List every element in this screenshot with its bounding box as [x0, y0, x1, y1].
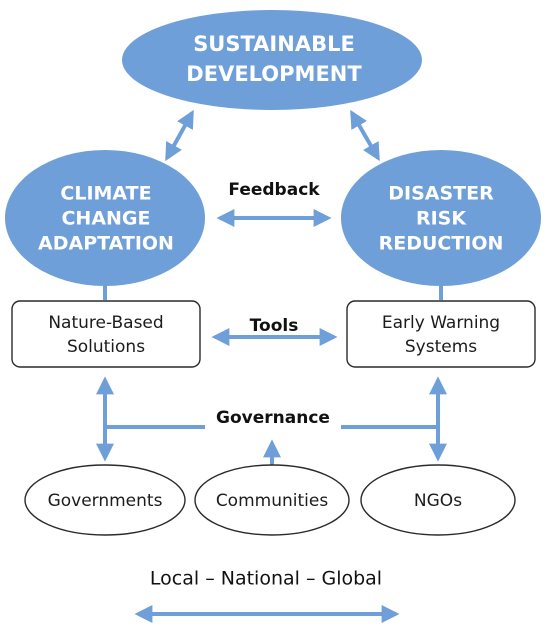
early-warning-systems-line2: Systems [405, 337, 477, 357]
governments-label: Governments [48, 491, 163, 511]
ngos-label: NGOs [414, 491, 462, 511]
nature-based-solutions-line1: Nature-Based [48, 313, 163, 333]
sd-cca-arrow [165, 109, 194, 162]
communities-node: Communities [194, 464, 350, 536]
scale-label: Local – National – Global [150, 568, 382, 590]
governance-label: Governance [216, 408, 330, 428]
disaster-risk-reduction-line3: REDUCTION [379, 233, 504, 255]
communities-label: Communities [216, 491, 329, 511]
climate-change-adaptation-line2: CHANGE [61, 208, 150, 230]
feedback-label: Feedback [228, 180, 320, 200]
nature-based-solutions-line2: Solutions [67, 337, 145, 357]
tools-label: Tools [250, 316, 299, 336]
sustainable-development-line1: SUSTAINABLE [193, 32, 355, 56]
ngos-node: NGOs [360, 464, 516, 536]
climate-change-adaptation-line3: ADAPTATION [38, 233, 174, 255]
disaster-risk-reduction-line1: DISASTER [388, 183, 494, 205]
sustainable-development-node: SUSTAINABLE DEVELOPMENT [122, 10, 422, 110]
nature-based-solutions-node: Nature-Based Solutions [11, 300, 201, 368]
early-warning-systems-line1: Early Warning [382, 313, 500, 333]
disaster-risk-reduction-line2: RISK [416, 208, 467, 230]
sd-drr-arrow [350, 109, 380, 162]
sustainable-development-line2: DEVELOPMENT [186, 62, 362, 86]
disaster-risk-reduction-node: DISASTER RISK REDUCTION [341, 150, 541, 286]
climate-change-adaptation-line1: CLIMATE [60, 183, 151, 205]
governments-node: Governments [24, 464, 186, 536]
climate-change-adaptation-node: CLIMATE CHANGE ADAPTATION [5, 150, 205, 286]
early-warning-systems-node: Early Warning Systems [346, 300, 536, 368]
